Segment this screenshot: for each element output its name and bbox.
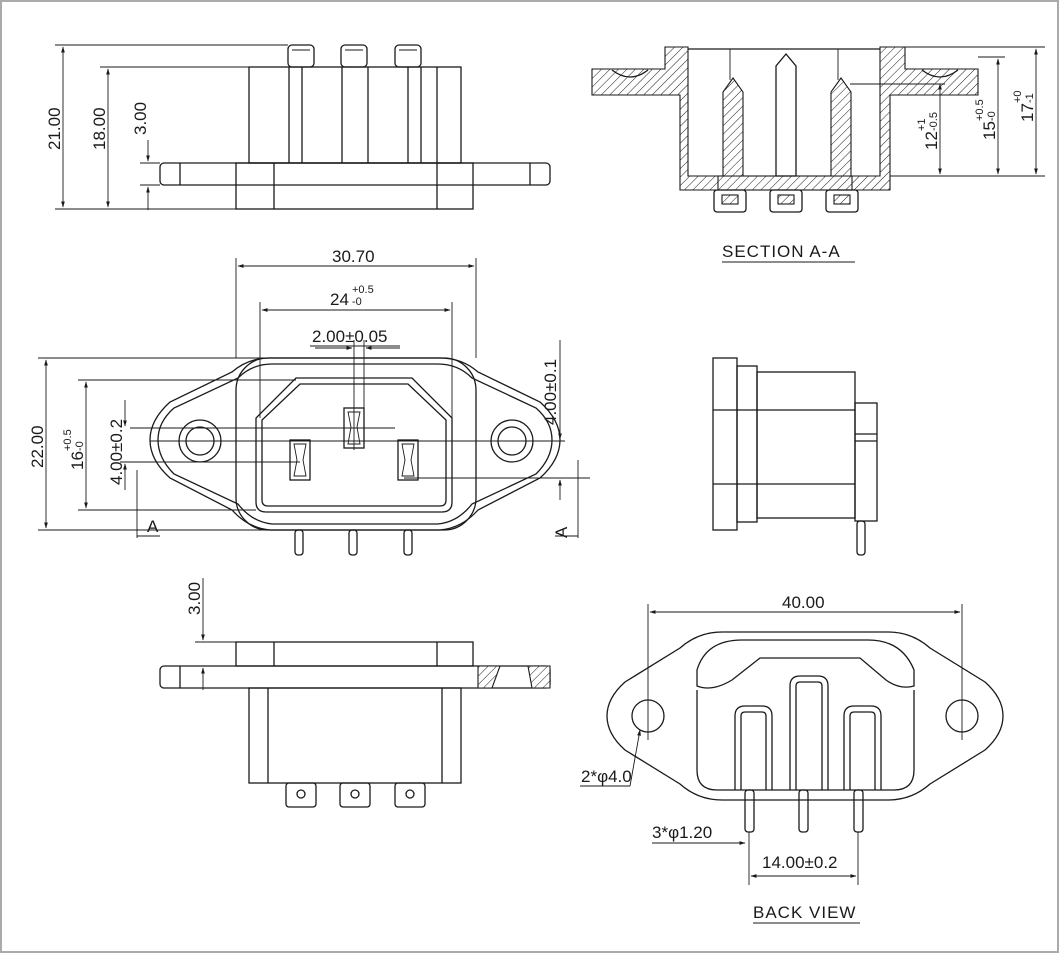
dim-section-b: 15 xyxy=(980,121,999,140)
dim-section-a-tol-up: +1 xyxy=(916,118,928,131)
dim-front-height: 22.00 xyxy=(28,425,47,468)
side-view: 21.00 18.00 3.00 xyxy=(45,44,551,210)
right-side-view xyxy=(712,357,878,556)
section-marker-left: A xyxy=(147,517,159,536)
back-view-caption: BACK VIEW xyxy=(753,903,856,922)
dim-section-a: 12 xyxy=(922,131,941,150)
section-caption: SECTION A-A xyxy=(722,242,841,261)
bottom-view: 3.00 xyxy=(159,578,551,808)
dim-back-pitch: 14.00±0.2 xyxy=(762,853,838,872)
dim-front-slot: 2.00±0.05 xyxy=(312,327,388,346)
dim-back-holes: 2*φ4.0 xyxy=(581,767,632,786)
section-marker-right: A xyxy=(552,526,571,538)
dim-front-inner-height: 16 xyxy=(68,451,87,470)
dim-front-inner-h-tol-dn: -0 xyxy=(74,441,86,451)
dim-front-offset-right: 4.00±0.1 xyxy=(541,359,560,425)
dim-front-inner-width: 24 xyxy=(330,290,349,309)
dim-total-height: 21.00 xyxy=(45,107,64,150)
dim-bottom-flange: 3.00 xyxy=(185,582,204,615)
dim-back-width: 40.00 xyxy=(782,593,825,612)
front-view: 30.70 24 +0.5 -0 2.00±0.05 22.00 16 +0.5… xyxy=(28,247,590,556)
dim-front-inner-tol-up: +0.5 xyxy=(352,284,374,296)
dim-section-b-tol-up: +0.5 xyxy=(974,99,986,121)
dim-front-inner-h-tol-up: +0.5 xyxy=(62,429,74,451)
dim-section-b-tol-dn: -0 xyxy=(986,111,998,121)
dim-front-width: 30.70 xyxy=(332,247,375,266)
dim-front-offset-left: 4.00±0.2 xyxy=(107,419,126,485)
dim-section-a-tol-dn: -0.5 xyxy=(928,112,940,131)
dim-section-c: 17 xyxy=(1018,103,1037,122)
dim-front-inner-tol-dn: -0 xyxy=(352,296,362,308)
dim-flange-height: 3.00 xyxy=(131,102,150,135)
dim-section-c-tol-up: +0 xyxy=(1012,90,1024,103)
dim-section-c-tol-dn: -1 xyxy=(1024,93,1036,103)
back-view: 40.00 2*φ4.0 3*φ1.20 14.00±0.2 BACK VIEW xyxy=(580,593,1004,924)
dim-body-height: 18.00 xyxy=(90,107,109,150)
dim-back-pins: 3*φ1.20 xyxy=(652,823,712,842)
section-view: 12 +1 -0.5 15 +0.5 -0 17 +0 -1 SECTION A… xyxy=(591,46,1045,263)
